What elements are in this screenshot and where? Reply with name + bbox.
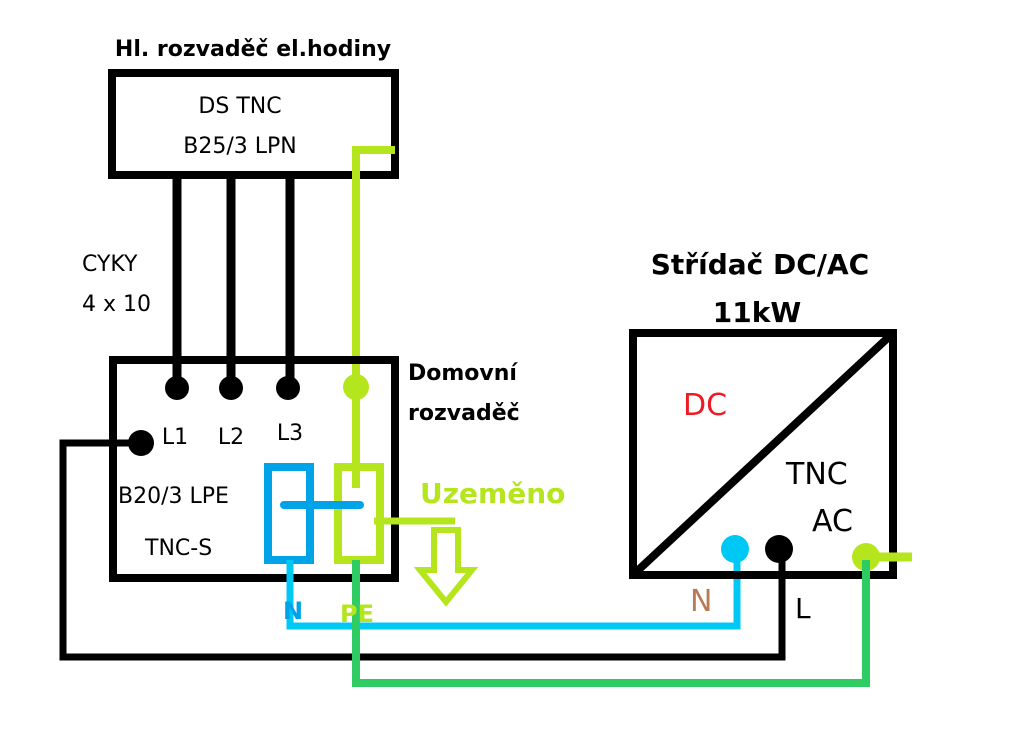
house-board-box — [109, 356, 399, 582]
terminals — [128, 376, 300, 456]
pe-label: PE — [340, 600, 374, 628]
cable-type: CYKY — [82, 252, 138, 277]
inverter-box — [629, 329, 897, 579]
inverter-terminal-l — [765, 535, 793, 563]
main-board-line2: B25/3 LPN — [183, 134, 296, 159]
phase-wires — [172, 172, 295, 385]
breaker-label: B20/3 LPE — [118, 484, 229, 509]
ac-label-1: TNC — [785, 457, 848, 492]
terminal-label-l1: L1 — [162, 425, 188, 450]
system-label: TNC-S — [144, 536, 212, 561]
terminal-label-l3: L3 — [277, 421, 303, 446]
inverter-diagonal — [630, 330, 896, 578]
wire-l-out — [59, 439, 786, 661]
n-terminal-bar — [264, 463, 314, 564]
n-label: N — [283, 597, 303, 625]
dc-label: DC — [683, 388, 727, 423]
inverter-title: Střídač DC/AC — [651, 248, 869, 281]
wire-pe — [352, 560, 870, 687]
inverter-l-label: L — [795, 592, 811, 625]
main-board-line1: DS TNC — [198, 94, 281, 119]
terminal-l2 — [219, 376, 243, 400]
ground-arrow-icon — [413, 527, 479, 607]
ground-label: Uzeměno — [420, 477, 565, 510]
house-board-title-1: Domovní — [408, 361, 518, 386]
terminal-label-l2: L2 — [218, 425, 244, 450]
terminal-l1 — [165, 376, 189, 400]
cable-size: 4 x 10 — [82, 292, 151, 317]
inverter-terminal-pe — [852, 543, 880, 571]
main-board-title: Hl. rozvaděč el.hodiny — [115, 37, 391, 62]
wire-pen — [352, 146, 395, 385]
house-board-title-2: rozvaděč — [408, 401, 520, 426]
inverter-power: 11kW — [713, 296, 802, 329]
inverter-terminal-n — [721, 535, 749, 563]
inverter-n-label: N — [690, 584, 712, 619]
main-board-box — [108, 69, 399, 179]
wire-n — [286, 549, 741, 630]
terminal-l3 — [276, 376, 300, 400]
ac-label-2: AC — [812, 504, 853, 539]
